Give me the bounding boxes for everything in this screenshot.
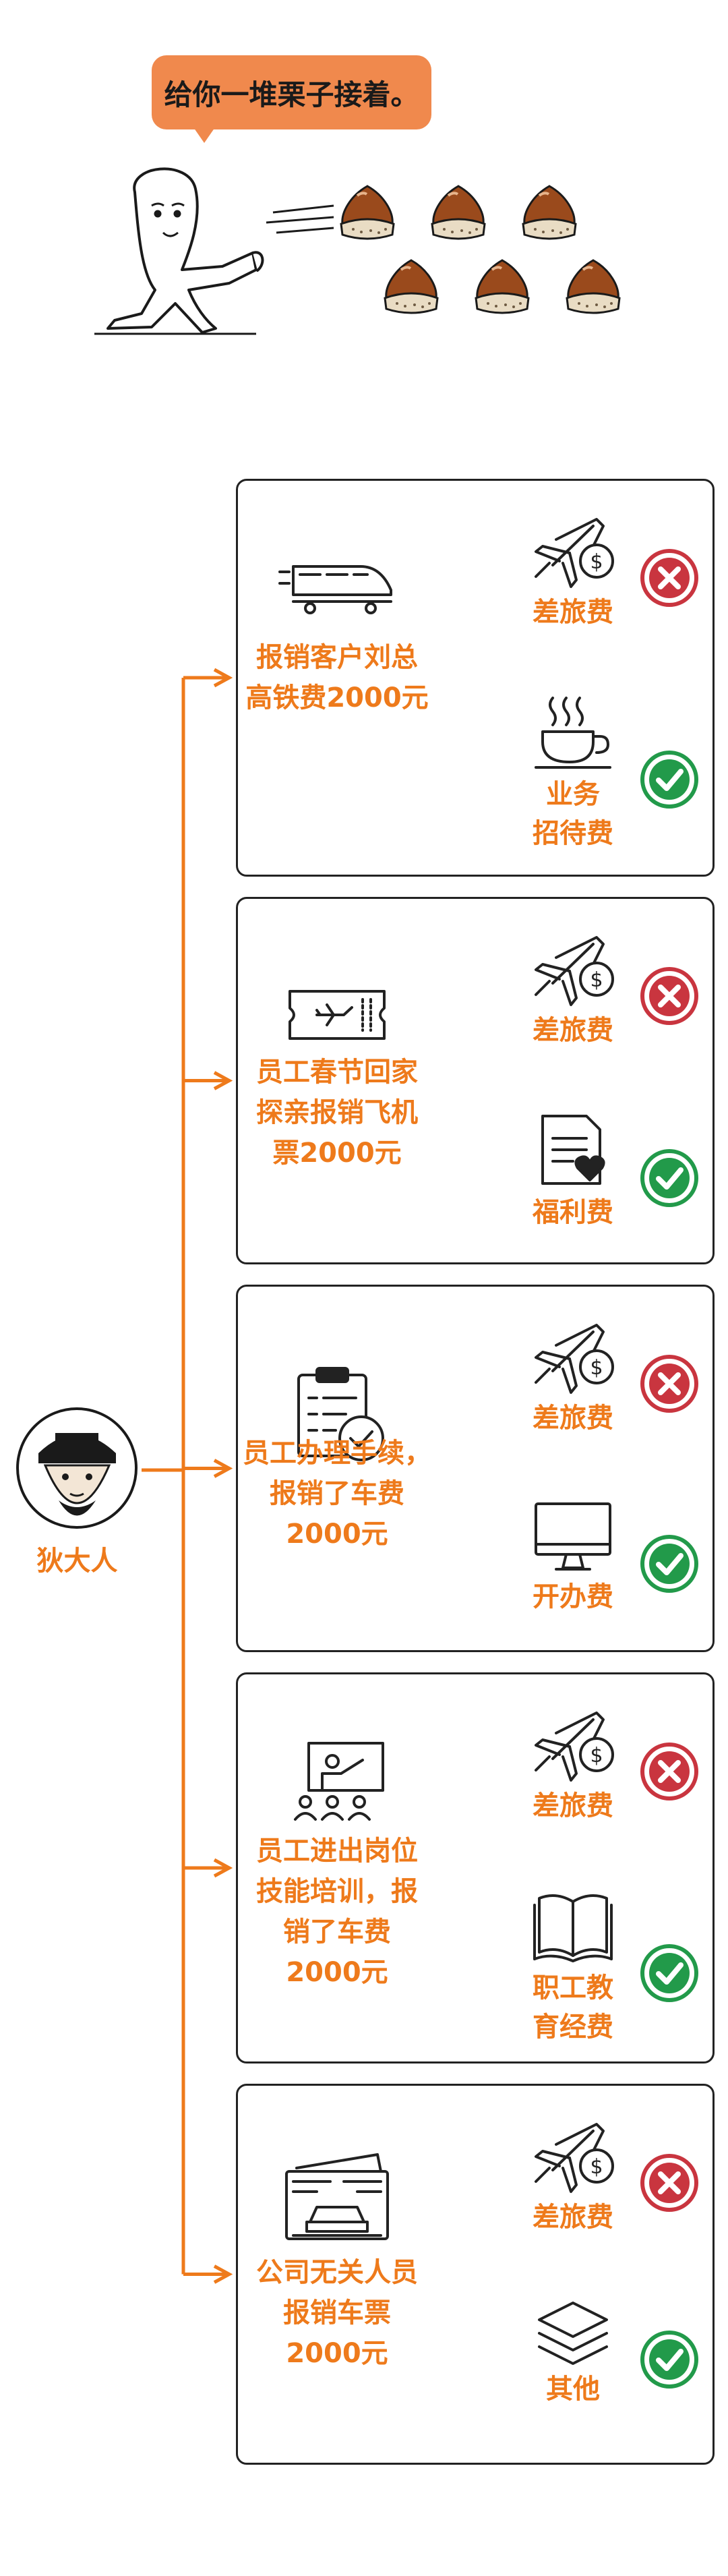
category-label: 其他 xyxy=(506,2370,640,2409)
case-panel xyxy=(236,897,715,1264)
correct-check-icon xyxy=(640,1943,698,2002)
case-label-line: 员工春节回家 xyxy=(256,1057,418,1088)
case-label-line: 探亲报销飞机 xyxy=(256,1097,418,1128)
coffee-cup-icon xyxy=(535,697,611,769)
category-label-line: 职工教 xyxy=(533,1972,613,2003)
speech-bubble: 给你一堆栗子接着。 xyxy=(152,55,431,129)
category-label: 福利费 xyxy=(506,1193,640,1232)
category-label-line: 福利费 xyxy=(533,1197,613,1228)
category-label-line: 差旅费 xyxy=(533,1403,613,1434)
case-label-line: 2000元 xyxy=(286,1519,388,1550)
speech-bubble-tail xyxy=(192,125,216,143)
case-panel xyxy=(236,1672,715,2063)
category-label-line: 差旅费 xyxy=(533,1015,613,1046)
case-label: 员工进出岗位技能培训，报销了车费 2000元 xyxy=(229,1831,445,1993)
judge-avatar xyxy=(16,1407,138,1529)
plane-ticket-icon xyxy=(289,990,386,1040)
train-icon xyxy=(278,565,392,614)
chestnut-icon xyxy=(566,259,621,314)
person-name: 狄大人 xyxy=(36,1546,118,1577)
category-label-line: 其他 xyxy=(546,2374,600,2405)
category-label: 差旅费 xyxy=(506,593,640,632)
case-label: 公司无关人员报销车票 2000元 xyxy=(229,2252,445,2374)
plane-dollar-icon: $ xyxy=(535,936,614,1006)
speed-lines xyxy=(266,204,334,234)
car-ticket-icon xyxy=(285,2153,389,2240)
arrow-head xyxy=(213,1858,233,1878)
speech-bubble-text: 给你一堆栗子接着。 xyxy=(164,78,419,111)
chestnut-icon xyxy=(340,185,395,240)
case-label-line: 员工进出岗位 xyxy=(256,1836,418,1867)
category-label-line: 招待费 xyxy=(533,818,613,849)
wrong-cross-icon xyxy=(640,548,698,607)
arrow-head xyxy=(213,2264,233,2284)
plane-dollar-icon: $ xyxy=(535,518,614,588)
wrong-cross-icon xyxy=(640,2153,698,2212)
case-label-line: 技能培训，报 xyxy=(256,1876,418,1907)
category-label: 开办费 xyxy=(506,1577,640,1616)
arrow-head xyxy=(213,668,233,688)
open-book-icon xyxy=(533,1894,613,1962)
case-label-line: 2000元 xyxy=(286,1957,388,1988)
category-label: 业务招待费 xyxy=(506,775,640,853)
document-heart-icon xyxy=(541,1115,605,1185)
svg-text:$: $ xyxy=(590,2155,603,2179)
chestnut-icon xyxy=(522,185,577,240)
category-label-line: 业务 xyxy=(546,779,600,810)
svg-text:$: $ xyxy=(590,968,603,992)
case-label-line: 高铁费2000元 xyxy=(245,682,429,713)
wrong-cross-icon xyxy=(640,1354,698,1413)
category-label: 差旅费 xyxy=(506,1786,640,1825)
category-label-line: 差旅费 xyxy=(533,1790,613,1821)
case-label-line: 员工办理手续， xyxy=(243,1438,431,1469)
category-label-line: 差旅费 xyxy=(533,597,613,628)
svg-text:$: $ xyxy=(590,550,603,574)
correct-check-icon xyxy=(640,1148,698,1207)
category-label-line: 开办费 xyxy=(533,1581,613,1612)
case-label-line: 报销车票 xyxy=(283,2297,391,2329)
case-label-line: 2000元 xyxy=(286,2338,388,2369)
category-label: 差旅费 xyxy=(506,1011,640,1050)
case-panel xyxy=(236,2084,715,2465)
case-label: 报销客户刘总高铁费2000元 xyxy=(229,637,445,718)
arrow-head xyxy=(213,1459,233,1478)
case-label-line: 报销客户刘总 xyxy=(256,642,418,673)
case-panel xyxy=(236,479,715,877)
plane-dollar-icon: $ xyxy=(535,2123,614,2193)
category-label-line: 差旅费 xyxy=(533,2202,613,2233)
case-label: 员工办理手续， 报销了车费 2000元 xyxy=(229,1433,445,1554)
case-label-line: 销了车费 xyxy=(283,1916,391,1948)
case-label-line: 公司无关人员 xyxy=(256,2257,418,2288)
svg-text:$: $ xyxy=(590,1356,603,1380)
case-label-line: 票2000元 xyxy=(272,1138,402,1169)
wrong-cross-icon xyxy=(640,966,698,1025)
case-label: 员工春节回家探亲报销飞机票2000元 xyxy=(229,1052,445,1173)
correct-check-icon xyxy=(640,1535,698,1593)
arrow-head xyxy=(213,1071,233,1090)
plane-dollar-icon: $ xyxy=(535,1711,614,1782)
category-label-line: 育经费 xyxy=(533,2012,613,2043)
correct-check-icon xyxy=(640,2331,698,2389)
category-label: 职工教育经费 xyxy=(506,1968,640,2047)
correct-check-icon xyxy=(640,750,698,809)
case-label-line: 报销了车费 xyxy=(270,1478,404,1509)
training-class-icon xyxy=(293,1742,384,1821)
wrong-cross-icon xyxy=(640,1742,698,1801)
chestnut-icon xyxy=(431,185,486,240)
case-panel xyxy=(236,1285,715,1652)
layers-icon xyxy=(538,2302,608,2365)
category-label: 差旅费 xyxy=(506,1399,640,1438)
monitor-icon xyxy=(535,1502,611,1571)
meme-thrower-figure xyxy=(94,167,264,335)
chestnut-icon xyxy=(475,259,530,314)
plane-dollar-icon: $ xyxy=(535,1324,614,1394)
chestnut-icon xyxy=(384,259,439,314)
svg-text:$: $ xyxy=(590,1744,603,1767)
category-label: 差旅费 xyxy=(506,2198,640,2237)
clipboard-check-icon xyxy=(297,1367,384,1461)
